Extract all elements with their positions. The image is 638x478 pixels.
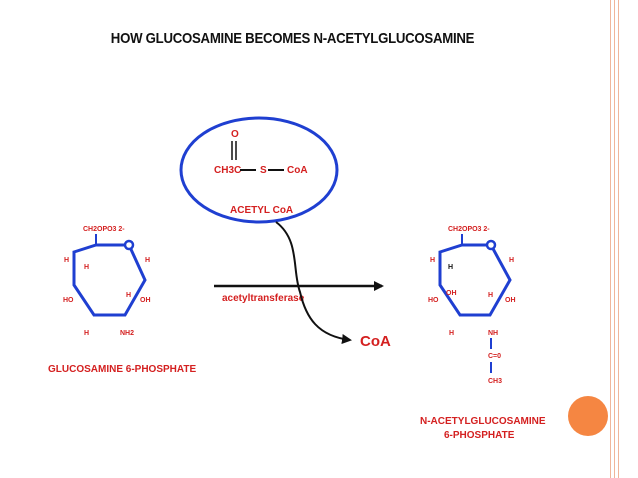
acetyl-ch3c: CH3C (214, 165, 241, 176)
right-h: H (488, 292, 493, 299)
right-group: CH2OPO3 2- (448, 226, 490, 233)
left-h: H (84, 330, 89, 337)
left-oh: OH (140, 297, 151, 304)
slide-border-line (610, 0, 611, 478)
right-nh: NH (488, 330, 498, 337)
left-ho: HO (63, 297, 74, 304)
acetyl-coa-ellipse (179, 116, 339, 224)
right-sugar-ring (438, 243, 512, 317)
decorative-orange-circle (568, 396, 608, 436)
product-coa: CoA (360, 333, 391, 350)
slide-border-line (618, 0, 619, 478)
left-h: H (64, 257, 69, 264)
acetyl-coa-label: ACETYL CoA (230, 205, 293, 216)
left-sugar-ring (72, 243, 147, 317)
left-molecule-name: GLUCOSAMINE 6-PHOSPHATE (48, 364, 196, 375)
left-h: H (145, 257, 150, 264)
right-ch3: CH3 (488, 378, 502, 385)
slide-title: HOW GLUCOSAMINE BECOMES N-ACETYLGLUCOSAM… (110, 30, 475, 47)
right-h: H (509, 257, 514, 264)
right-ring-oxygen (485, 239, 497, 251)
right-oh: OH (505, 297, 516, 304)
right-h: H (448, 264, 453, 271)
right-c-o: C=0 (488, 353, 501, 360)
slide-border-line (614, 0, 615, 478)
enzyme-label: acetyltransferase (222, 293, 305, 304)
coa-curved-arrow (275, 221, 352, 344)
left-nh2: NH2 (120, 330, 134, 337)
acetyl-coa-text: CoA (287, 165, 308, 176)
left-h: H (126, 292, 131, 299)
right-ho: HO (428, 297, 439, 304)
right-oh-inner: OH (446, 290, 457, 297)
left-ring-oxygen (123, 239, 135, 251)
right-molecule-name: N-ACETYLGLUCOSAMINE (420, 416, 546, 427)
left-group: CH2OPO3 2- (83, 226, 125, 233)
acetyl-o: O (231, 129, 239, 140)
right-h: H (430, 257, 435, 264)
acetyl-s: S (260, 165, 267, 176)
right-molecule-name: 6-PHOSPHATE (444, 430, 515, 441)
right-h: H (449, 330, 454, 337)
left-h: H (84, 264, 89, 271)
